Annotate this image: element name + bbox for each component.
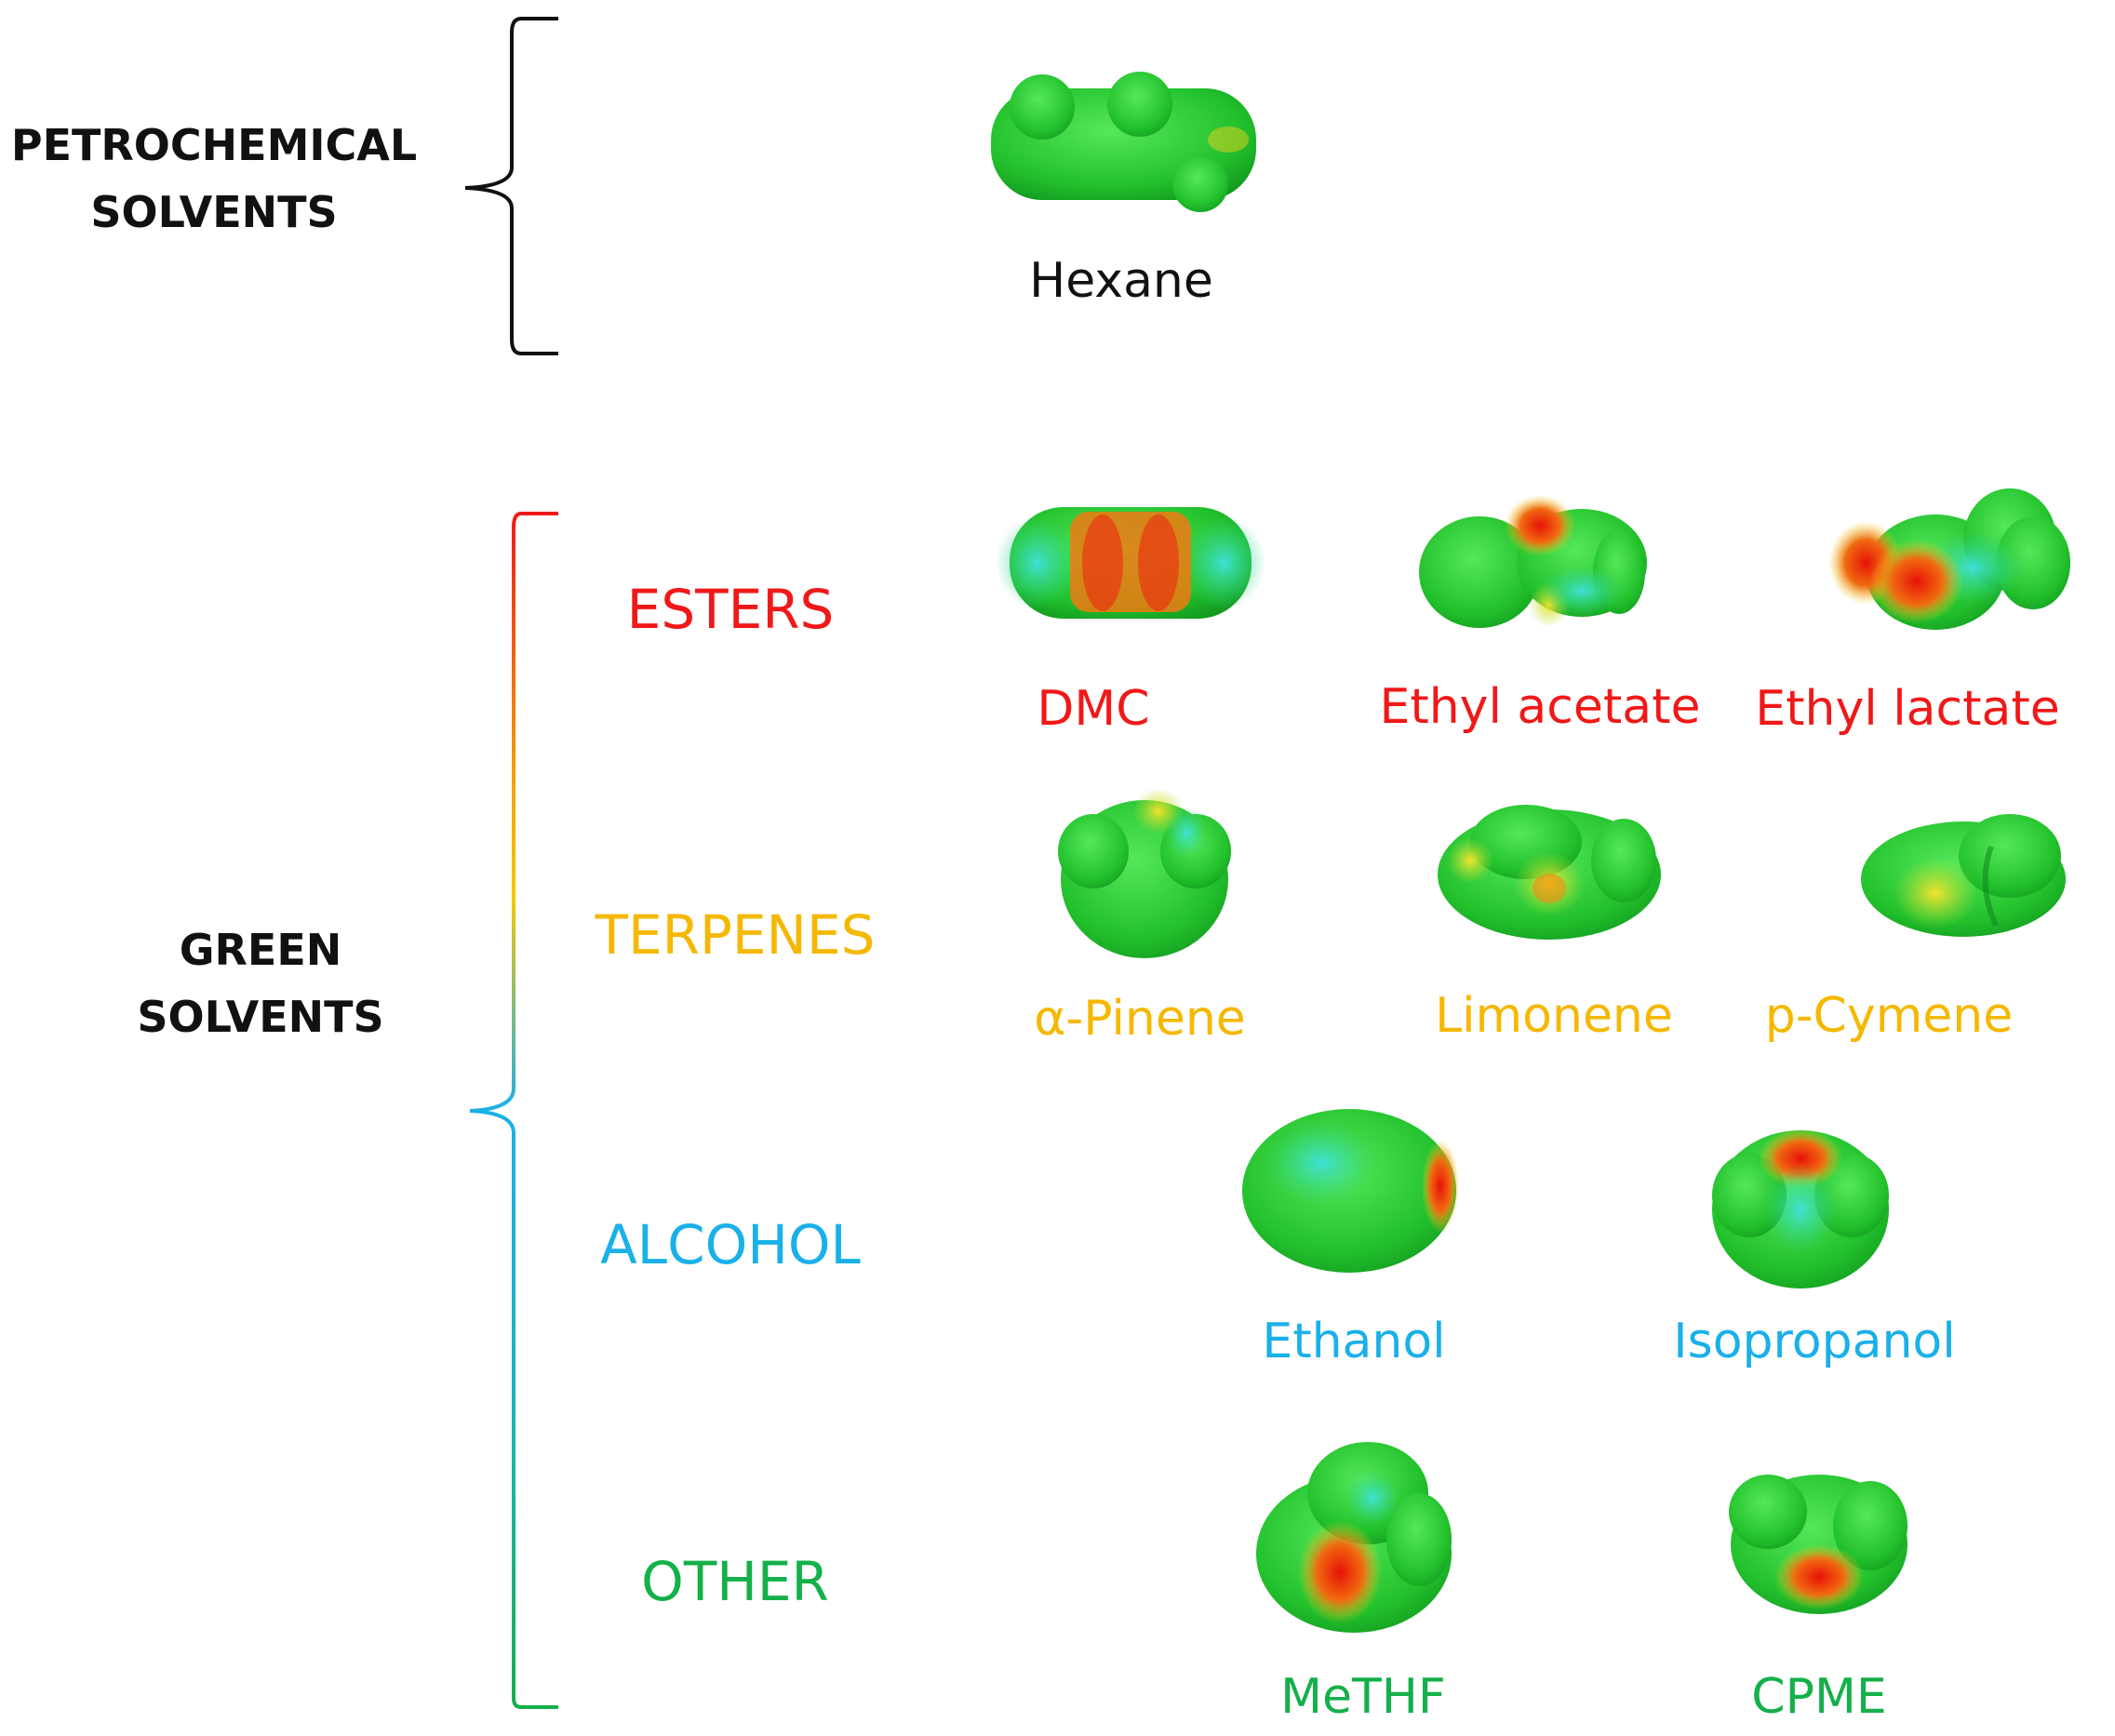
- label-cpme: CPME: [1751, 1669, 1887, 1725]
- petrochemical-line2: SOLVENTS: [90, 187, 338, 237]
- green-line1: GREEN: [179, 925, 342, 975]
- green-solvents-title: GREEN SOLVENTS: [93, 916, 428, 1050]
- hexane-surface: [991, 72, 1256, 212]
- green-line2: SOLVENTS: [137, 992, 384, 1042]
- dmc-surface: [996, 507, 1265, 619]
- petrochemical-bracket: [464, 17, 558, 355]
- methf-surface: [1256, 1442, 1452, 1633]
- label-dmc: DMC: [1037, 681, 1150, 737]
- label-hexane: Hexane: [1029, 253, 1213, 309]
- ethyl-lactate-surface: [1828, 488, 2070, 630]
- green-solvents-bracket: [469, 512, 558, 1709]
- p-cymene-surface: [1861, 814, 2066, 937]
- label-methf: MeTHF: [1280, 1669, 1446, 1725]
- petrochemical-solvents-title: PETROCHEMICAL SOLVENTS: [9, 112, 419, 246]
- category-other: OTHER: [641, 1550, 829, 1613]
- label-ethyl-acetate: Ethyl acetate: [1379, 679, 1701, 735]
- label-alpha-pinene: α-Pinene: [1034, 991, 1246, 1047]
- category-alcohol: ALCOHOL: [600, 1213, 861, 1276]
- label-ethyl-lactate: Ethyl lactate: [1755, 681, 2060, 737]
- label-limonene: Limonene: [1435, 988, 1673, 1044]
- category-esters: ESTERS: [626, 578, 835, 641]
- ethyl-acetate-surface: [1419, 495, 1647, 628]
- alpha-pinene-surface: [1058, 788, 1231, 958]
- ethanol-surface: [1242, 1109, 1459, 1273]
- label-isopropanol: Isopropanol: [1673, 1314, 1956, 1369]
- petrochemical-line1: PETROCHEMICAL: [10, 120, 418, 170]
- limonene-surface: [1438, 805, 1661, 940]
- cpme-surface: [1729, 1475, 1908, 1614]
- label-p-cymene: p-Cymene: [1764, 988, 2014, 1044]
- label-ethanol: Ethanol: [1262, 1314, 1446, 1369]
- isopropanol-surface: [1712, 1128, 1889, 1289]
- category-terpenes: TERPENES: [595, 903, 876, 967]
